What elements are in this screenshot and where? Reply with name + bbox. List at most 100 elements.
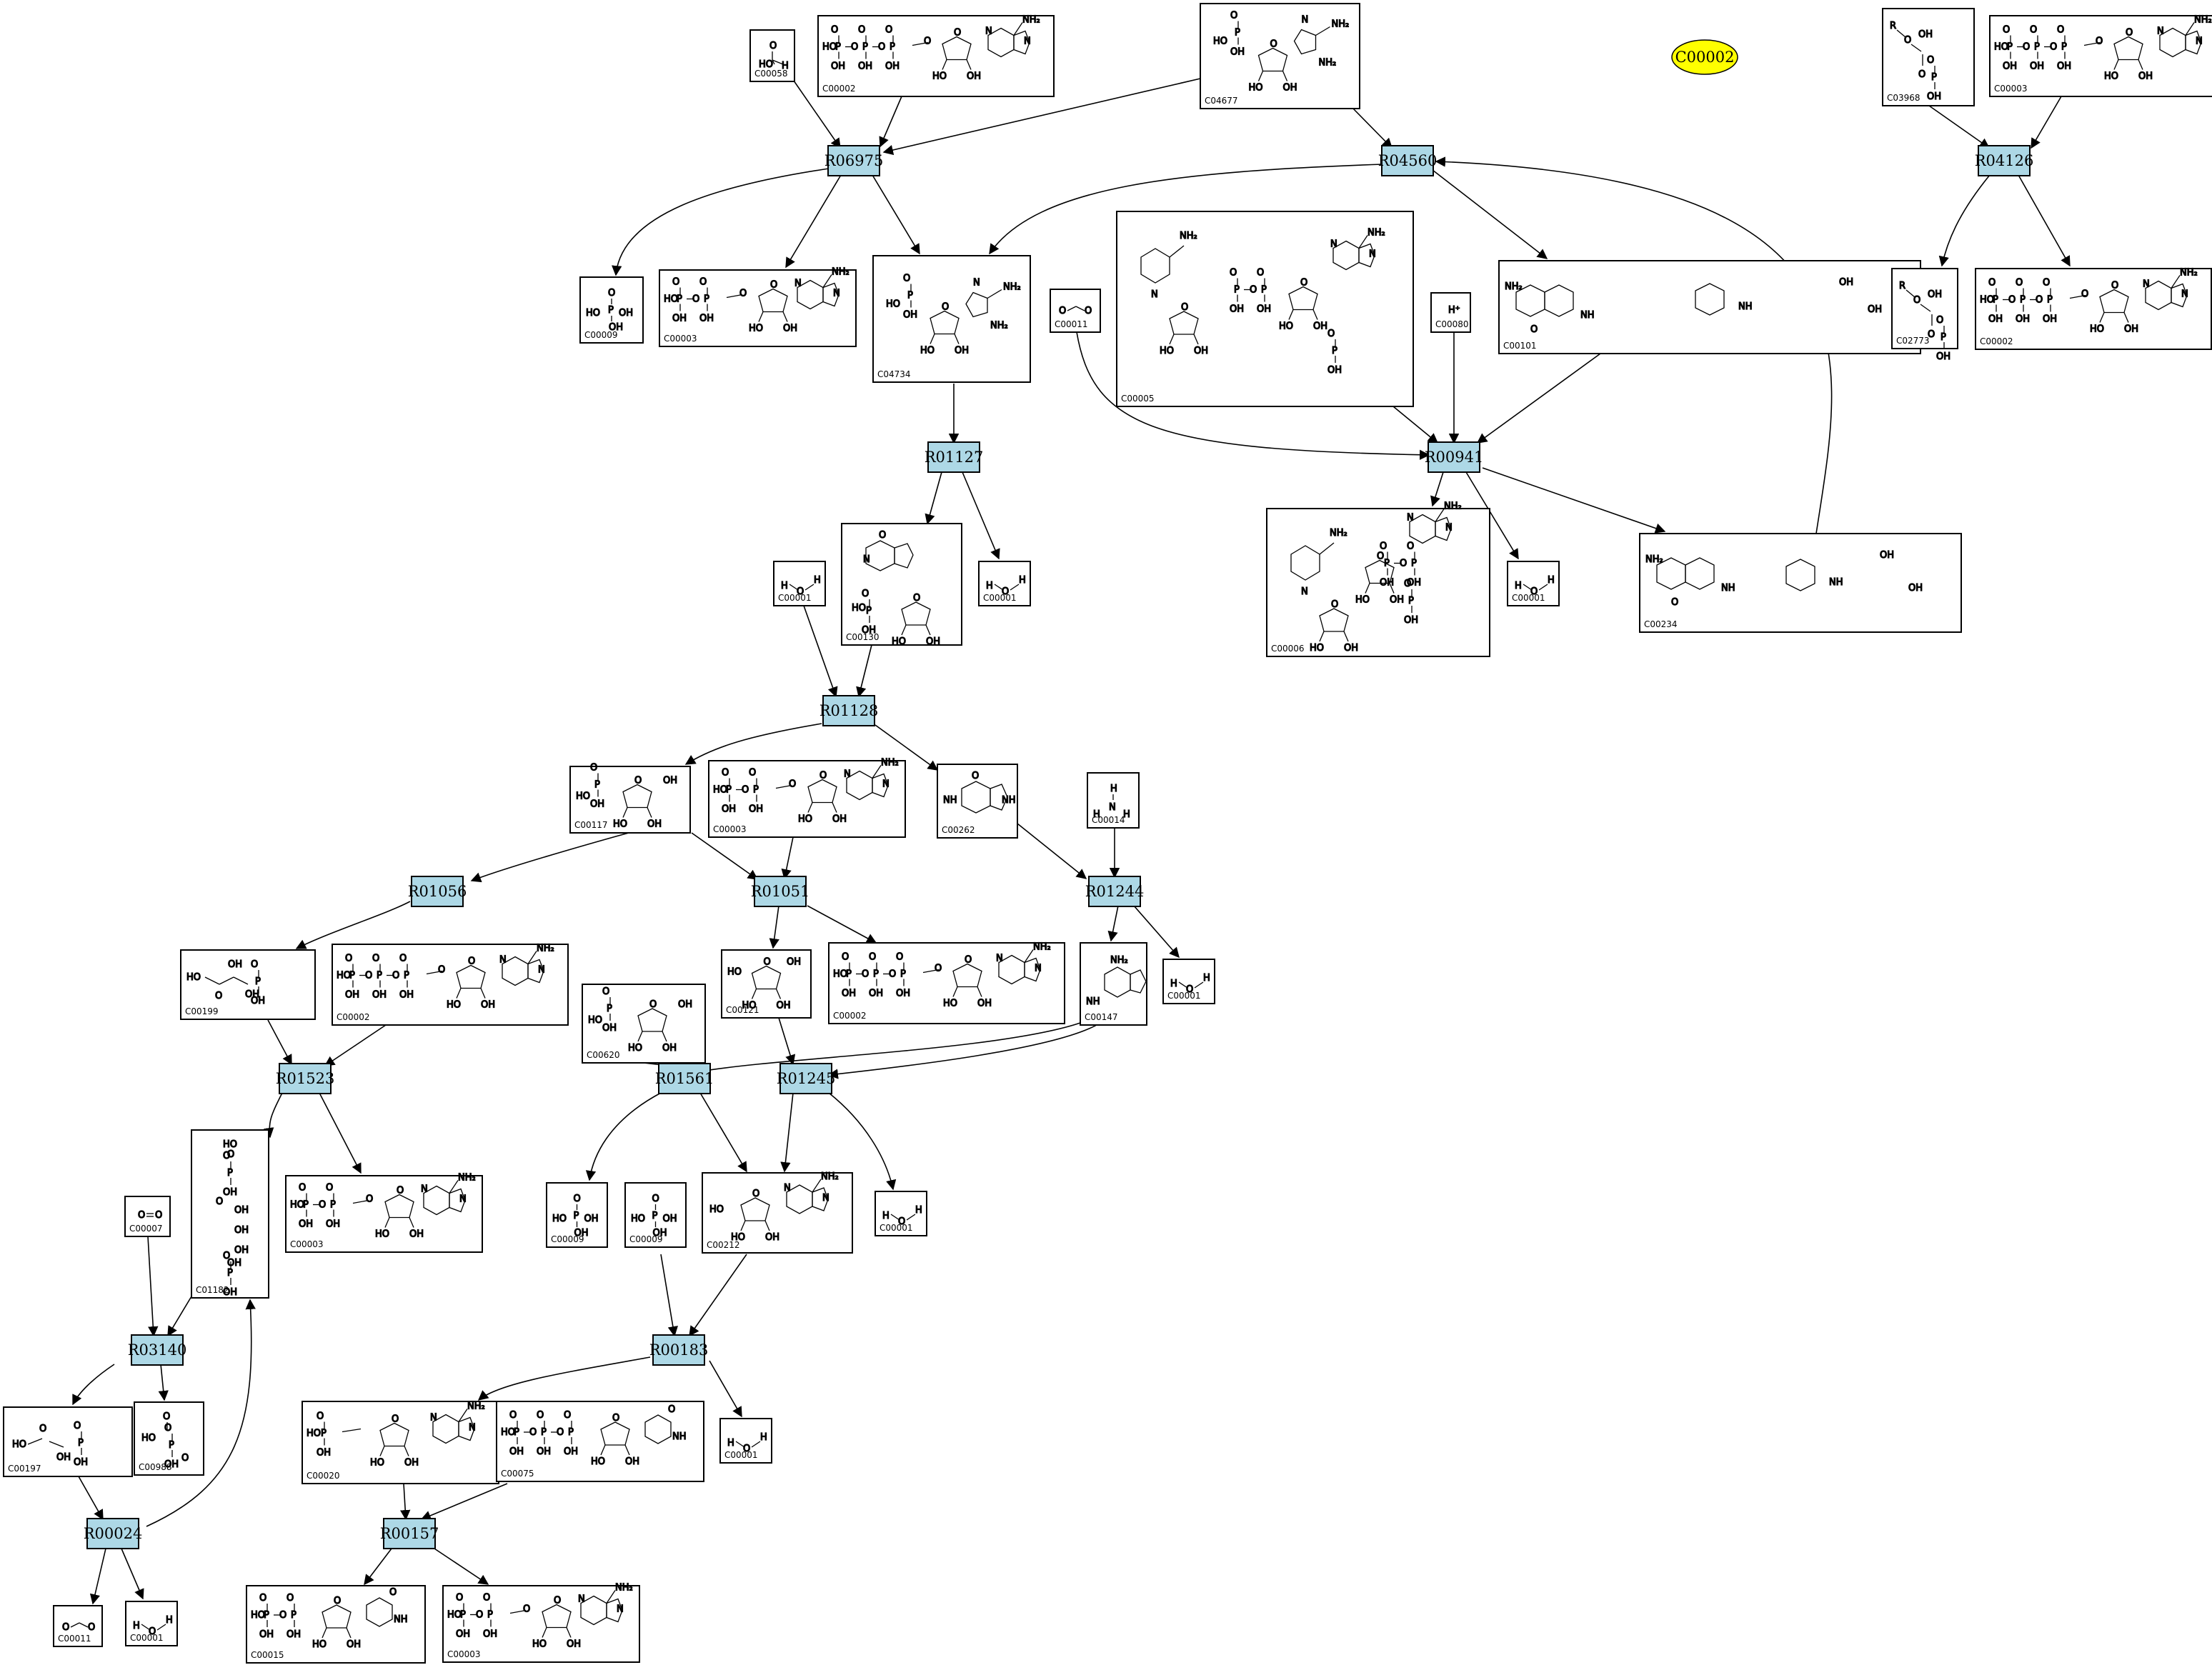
edge (856, 644, 872, 698)
reaction-R01056[interactable]: R01056 (408, 876, 467, 907)
atom-label: OH (1988, 314, 2003, 325)
reaction-R06975[interactable]: R06975 (824, 145, 884, 176)
compound-id-label: C00009 (584, 330, 618, 340)
reaction-R01128[interactable]: R01128 (819, 695, 879, 726)
bond (2083, 41, 2101, 46)
bond (1288, 309, 1294, 320)
edge (1928, 105, 1991, 149)
reaction-R00941[interactable]: R00941 (1425, 441, 1484, 473)
atom-label: O (299, 1183, 306, 1194)
atom-label: N (469, 1423, 476, 1434)
atom-label: HO (1213, 36, 1227, 47)
atom-label: OH (1839, 277, 1853, 288)
bond (994, 584, 1004, 591)
atom-label: OH (858, 61, 872, 72)
atom-label: N (459, 1194, 467, 1205)
compound-id-label: C00014 (1092, 815, 1125, 825)
reaction-R00024[interactable]: R00024 (84, 1518, 143, 1549)
reaction-R03140[interactable]: R03140 (128, 1334, 187, 1366)
compound-id-label: C00002 (822, 84, 856, 94)
reaction-R04560[interactable]: R04560 (1378, 145, 1438, 176)
reaction-R01523[interactable]: R01523 (276, 1063, 335, 1094)
atom-label: NH₂ (1367, 228, 1385, 239)
reaction-R01561[interactable]: R01561 (655, 1063, 714, 1094)
compound-id-label: C00075 (501, 1469, 534, 1479)
reaction-box (652, 1334, 705, 1366)
reaction-R00157[interactable]: R00157 (380, 1518, 439, 1549)
reaction-R04126[interactable]: R04126 (1975, 145, 2034, 176)
compound-C00080[interactable]: H⁺C00080 (1430, 292, 1471, 333)
highlight-compound[interactable]: C00002 (1671, 39, 1738, 75)
compound-id-label: C00002 (1980, 336, 2013, 346)
atom-label: OH (831, 61, 845, 72)
compound-box (302, 1401, 499, 1484)
atom-label: O (739, 289, 747, 299)
atom-label: OH (234, 1205, 249, 1216)
reaction-R01127[interactable]: R01127 (925, 441, 984, 473)
reaction-R01244[interactable]: R01244 (1085, 876, 1145, 907)
reaction-R00183[interactable]: R00183 (649, 1334, 709, 1366)
ring (458, 1416, 475, 1441)
ring (456, 964, 486, 989)
atom-label: NH₂ (1444, 501, 1462, 512)
atom-label: OH (509, 1446, 524, 1457)
atom-label: O (896, 952, 903, 963)
atom-label: N (2181, 289, 2188, 300)
reaction-R01245[interactable]: R01245 (777, 1063, 836, 1094)
atom-label: HO (1355, 595, 1370, 606)
reaction-R01051[interactable]: R01051 (751, 876, 810, 907)
edge (1351, 106, 1393, 149)
atom-label: P (169, 1440, 174, 1451)
bond (204, 976, 220, 985)
atom-label: HO (932, 71, 947, 82)
atom-label: O (365, 971, 372, 981)
